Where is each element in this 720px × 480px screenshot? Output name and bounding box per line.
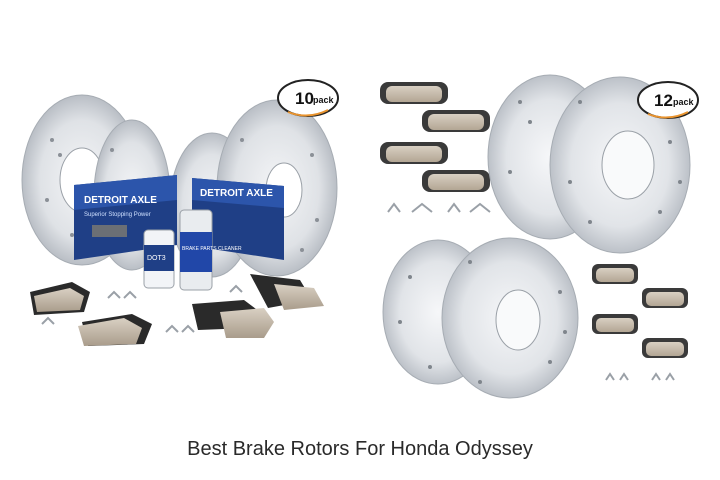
hardware-clips xyxy=(41,284,243,333)
left-kit-illustration: 10 pack DETROIT AXLE Superior Stopping P… xyxy=(21,79,339,346)
spray-label: BRAKE PARTS CLEANER xyxy=(182,246,242,252)
pack-badge-unit: pack xyxy=(313,95,335,105)
right-brake-kit-image: 12 pack xyxy=(370,62,710,402)
brake-pad xyxy=(380,82,448,104)
pack-badge-number: 12 xyxy=(654,91,673,110)
box-brand-text-2: DETROIT AXLE xyxy=(200,188,273,199)
drill-holes xyxy=(398,100,682,384)
brake-pad xyxy=(422,110,490,132)
pack-badge-unit: pack xyxy=(673,97,695,107)
pack-badge-number: 10 xyxy=(295,89,314,108)
product-box-left: DETROIT AXLE Superior Stopping Power xyxy=(74,175,177,260)
brake-pad xyxy=(250,274,324,310)
brake-pads-top xyxy=(380,82,490,192)
brake-pad xyxy=(30,282,90,315)
brake-pad xyxy=(422,170,490,192)
brake-pad xyxy=(642,338,688,358)
rotor-top-right xyxy=(549,76,691,254)
pack-badge: 12 pack xyxy=(637,81,699,119)
brake-pad xyxy=(592,264,638,284)
image-caption: Best Brake Rotors For Honda Odyssey xyxy=(187,438,533,460)
hardware-clips-top xyxy=(387,202,491,213)
brake-pad xyxy=(192,300,274,338)
brake-pad xyxy=(380,142,448,164)
hardware-clips-bottom xyxy=(605,372,675,381)
rotor-bottom-right xyxy=(441,237,579,399)
brake-pads-bottom xyxy=(592,264,688,358)
cleaner-can: BRAKE PARTS CLEANER xyxy=(179,209,242,291)
box-brand-text: DETROIT AXLE xyxy=(84,195,157,206)
brake-pad xyxy=(78,314,152,346)
right-kit-illustration: 12 pack xyxy=(380,74,699,399)
fluid-bottle: DOT3 xyxy=(143,229,175,289)
brake-pad xyxy=(642,288,688,308)
bottle-label: DOT3 xyxy=(147,255,166,262)
brake-pads xyxy=(30,274,324,346)
brake-pad xyxy=(592,314,638,334)
box-subtitle-text: Superior Stopping Power xyxy=(84,212,151,218)
pack-badge: 10 pack xyxy=(277,79,339,117)
left-brake-kit-image: 10 pack DETROIT AXLE Superior Stopping P… xyxy=(12,60,352,400)
product-box-right: DETROIT AXLE xyxy=(192,178,284,260)
